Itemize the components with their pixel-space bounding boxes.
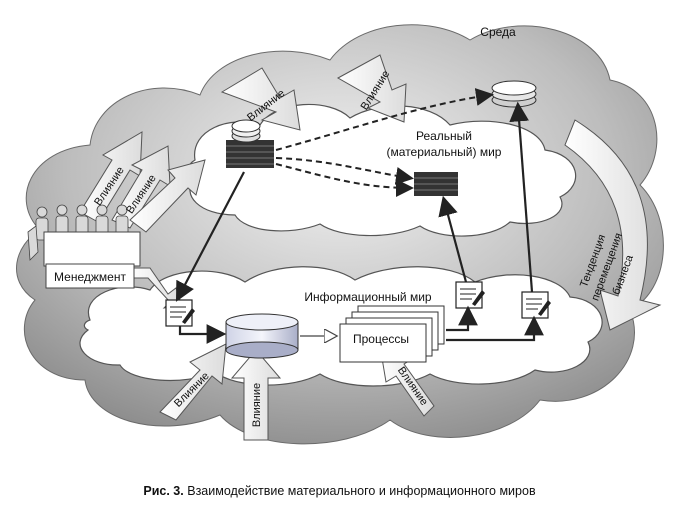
goods-stack-icon xyxy=(414,172,458,196)
arrow-doc-to-db xyxy=(178,324,227,344)
arrow-processes-to-doc-mid xyxy=(446,305,478,332)
influence-arrow-bottom-center xyxy=(230,349,282,441)
management-people-icon xyxy=(27,204,141,267)
dashed-arrow-to-environment xyxy=(275,88,494,151)
management-label-box xyxy=(45,263,135,289)
database-icon xyxy=(225,313,299,359)
management-to-real-arrow xyxy=(129,159,206,233)
info-world-label: Информационный мир xyxy=(304,290,432,304)
environment-label: Среда xyxy=(480,25,516,39)
figure-caption: Рис. 3. Взаимодействие материального и и… xyxy=(0,484,679,498)
arrow-processes-to-doc-right xyxy=(446,315,544,342)
influence-arrows xyxy=(79,54,435,441)
management-desk xyxy=(43,231,141,267)
environment-coins-icon xyxy=(491,80,537,108)
arrow-doc-to-env xyxy=(509,101,534,293)
real-world-cloud xyxy=(188,103,577,237)
influence-arrow-top-right xyxy=(336,54,407,123)
processes-label: Процессы xyxy=(353,332,409,346)
document-icon-middle xyxy=(455,281,485,309)
figure-caption-prefix: Рис. 3. xyxy=(143,484,184,498)
processes-box xyxy=(339,305,445,363)
business-trend-arrow xyxy=(564,119,662,331)
arrow-coins-to-doc xyxy=(175,171,245,302)
figure-caption-text: Взаимодействие материального и информаци… xyxy=(187,484,536,498)
arrow-doc-to-goods xyxy=(438,195,468,283)
real-world-label-2: (материальный) мир xyxy=(387,145,502,159)
influence-arrow-top-left xyxy=(220,67,301,131)
real-world-label-1: Реальный xyxy=(416,129,472,143)
influence-label-bottom-center: Влияние xyxy=(251,383,263,427)
document-icon-left xyxy=(165,299,195,327)
management-label: Менеджмент xyxy=(54,270,126,284)
dashed-arrow-to-goods-1 xyxy=(275,157,414,185)
coin-stack-icon xyxy=(226,119,274,168)
influence-arrow-bottom-left xyxy=(159,343,227,421)
document-icon-right xyxy=(521,291,551,319)
dashed-arrow-to-goods-2 xyxy=(275,163,414,197)
